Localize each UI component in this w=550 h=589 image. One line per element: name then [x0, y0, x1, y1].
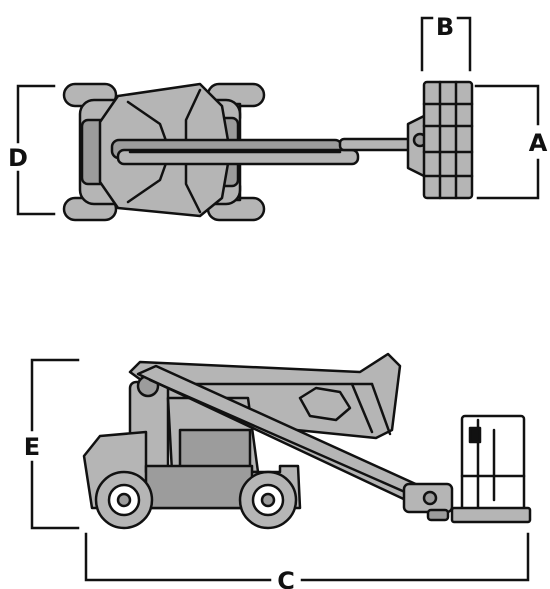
top-boom-extension	[338, 137, 414, 152]
dimension-label-a: A	[529, 129, 548, 157]
top-platform	[422, 80, 474, 200]
top-boom-upper	[116, 148, 360, 166]
dimension-lines	[16, 16, 540, 582]
side-view-lift	[82, 352, 532, 530]
dimension-b-bracket	[420, 16, 472, 72]
dimension-a-bracket	[474, 84, 540, 200]
dimension-label-e: E	[24, 433, 40, 461]
dimension-d-bracket	[16, 84, 56, 216]
dimension-label-b: B	[436, 13, 454, 41]
dimension-c-bracket	[84, 532, 530, 582]
side-platform-floor	[450, 506, 532, 524]
side-front-wheel	[94, 470, 154, 530]
dimension-label-d: D	[8, 144, 28, 172]
dimension-e-bracket	[30, 358, 80, 530]
top-view-lift	[62, 80, 474, 222]
side-rear-wheel	[238, 470, 298, 530]
dimension-label-c: C	[277, 567, 295, 589]
